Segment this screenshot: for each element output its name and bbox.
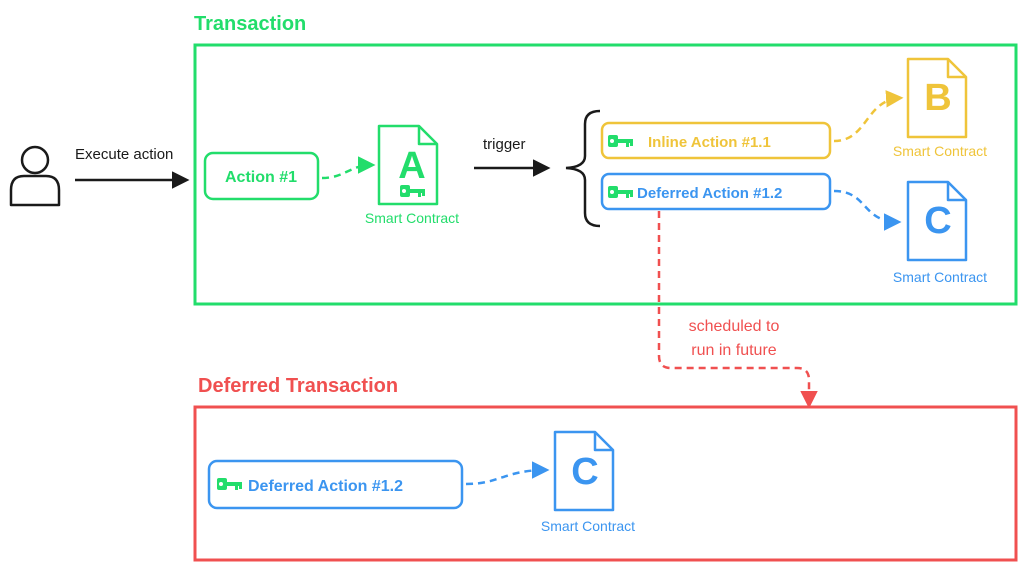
deferred-action-label: Deferred Action #1.2 — [637, 185, 782, 202]
trigger-label: trigger — [483, 136, 526, 153]
contract-a-letter: A — [398, 145, 425, 187]
scheduled-arrow — [657, 211, 818, 409]
action-1-to-contract-a-arrow — [321, 156, 376, 180]
deferred-transaction-box — [193, 405, 1018, 562]
inline-action-to-contract-b-arrow — [833, 90, 904, 143]
execute-action-label: Execute action — [75, 146, 173, 163]
contract-c2-letter: C — [571, 451, 598, 493]
deferred-transaction-title: Deferred Transaction — [198, 375, 398, 397]
transaction-box — [193, 43, 1018, 306]
deferred-action-box — [600, 172, 832, 211]
curly-brace — [565, 109, 601, 228]
action-1-label: Action #1 — [225, 169, 297, 186]
scheduled-note-line2: run in future — [691, 342, 776, 359]
contract-b-label: Smart Contract — [893, 143, 987, 159]
contract-c-label: Smart Contract — [893, 269, 987, 285]
inline-action-label: Inline Action #1.1 — [648, 134, 771, 151]
deferred-transaction-action-label: Deferred Action #1.2 — [248, 478, 403, 495]
contract-c-letter: C — [924, 200, 951, 242]
action-1-box — [203, 151, 320, 201]
deferred-transaction-action-box — [207, 459, 464, 510]
contract-c2-label: Smart Contract — [541, 518, 635, 534]
transaction-title: Transaction — [194, 13, 306, 35]
deferred-action-to-contract-c-arrow — [833, 189, 902, 231]
contract-a-label: Smart Contract — [365, 210, 459, 226]
inline-action-box — [600, 121, 832, 160]
scheduled-note-line1: scheduled to — [689, 318, 780, 335]
user-icon — [9, 145, 61, 207]
deferred-action-to-contract-c2-arrow — [465, 461, 550, 486]
contract-b-letter: B — [924, 77, 951, 119]
